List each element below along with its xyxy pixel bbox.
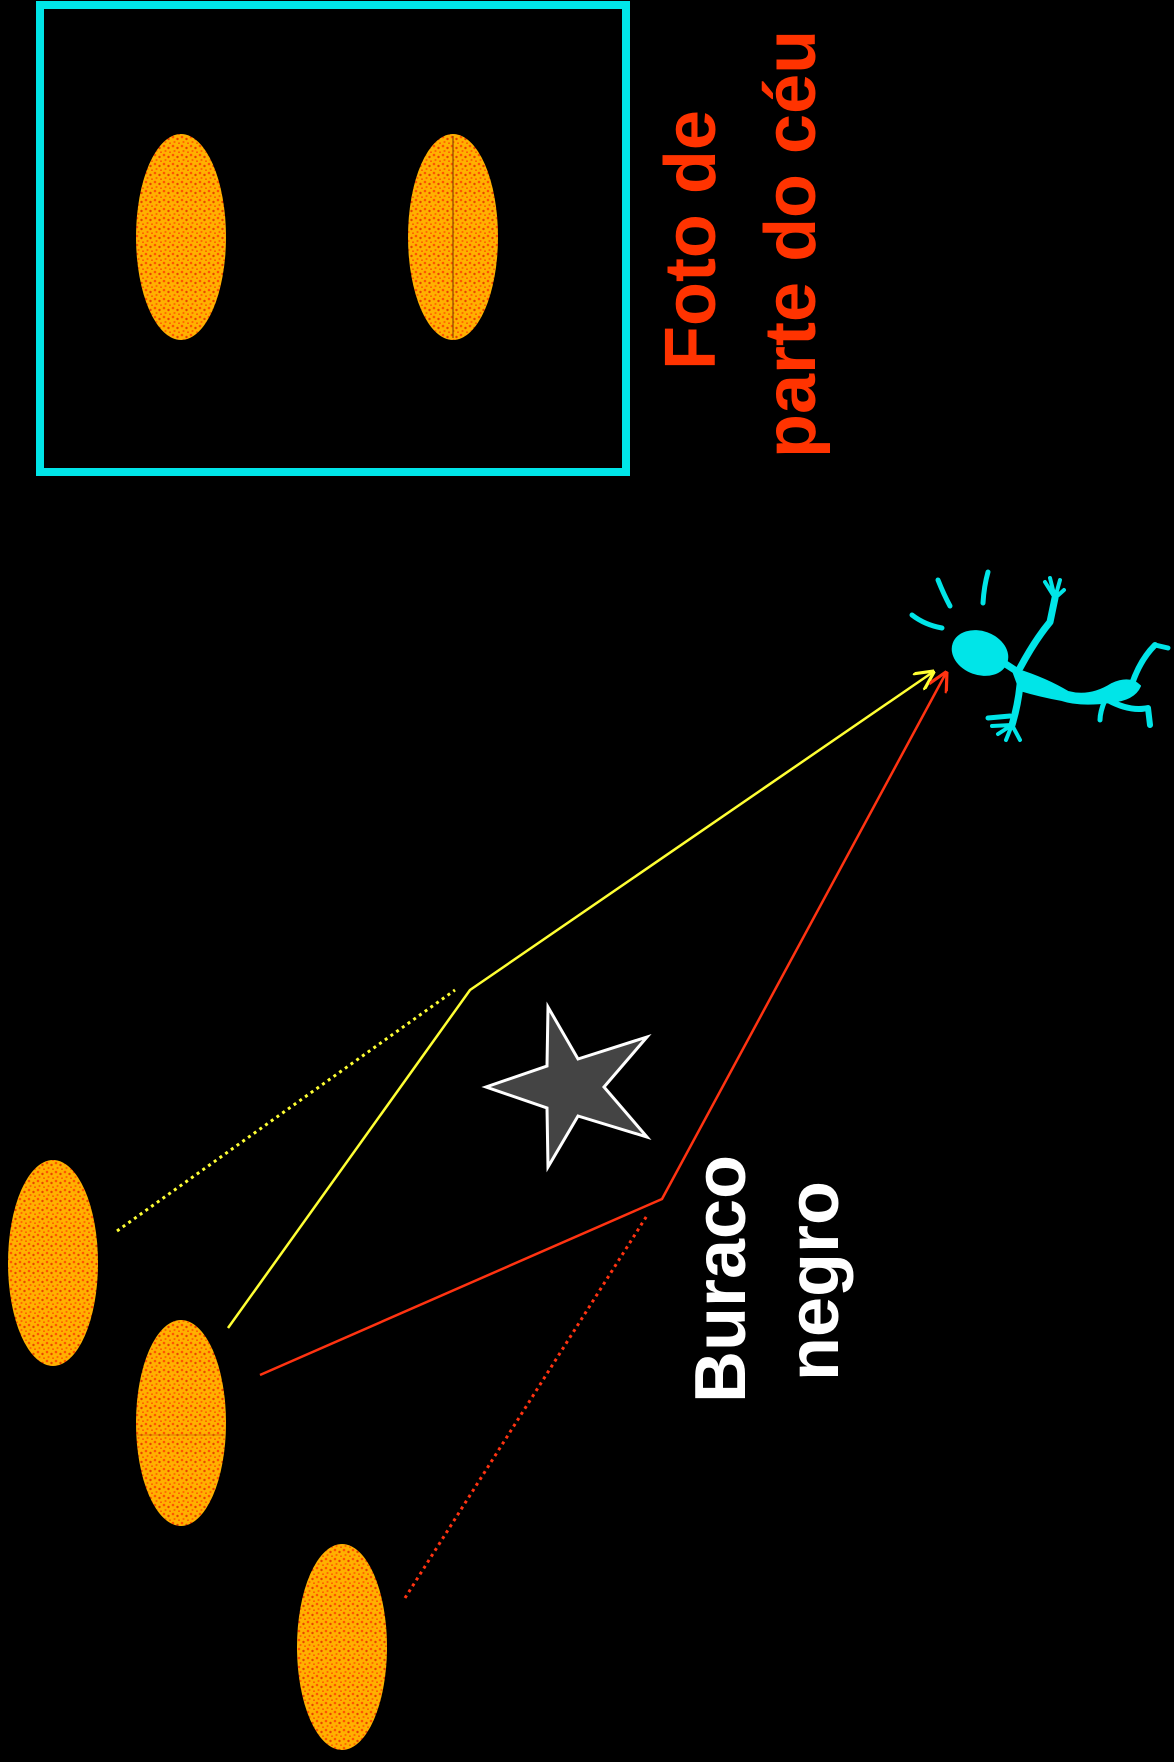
red-ray-path xyxy=(259,673,946,1377)
blackhole-label-line2: negro xyxy=(774,1181,854,1381)
photo-label-line2: parte do céu xyxy=(751,30,831,458)
red-ray-virtual xyxy=(403,1213,650,1599)
photo-galaxy-image-left xyxy=(136,134,226,340)
source-galaxy xyxy=(136,1320,226,1526)
observer-figure-icon xyxy=(909,569,1171,742)
yellow-ray-path xyxy=(226,672,933,1329)
blackhole-label-line1: Buraco xyxy=(681,1155,761,1403)
star-icon xyxy=(481,1001,652,1173)
photo-label-line1: Foto de xyxy=(651,110,731,370)
sky-photo-frame xyxy=(36,1,630,476)
apparent-galaxy-top xyxy=(8,1160,98,1366)
apparent-galaxy-bottom xyxy=(297,1544,387,1750)
yellow-ray-virtual xyxy=(116,988,456,1233)
